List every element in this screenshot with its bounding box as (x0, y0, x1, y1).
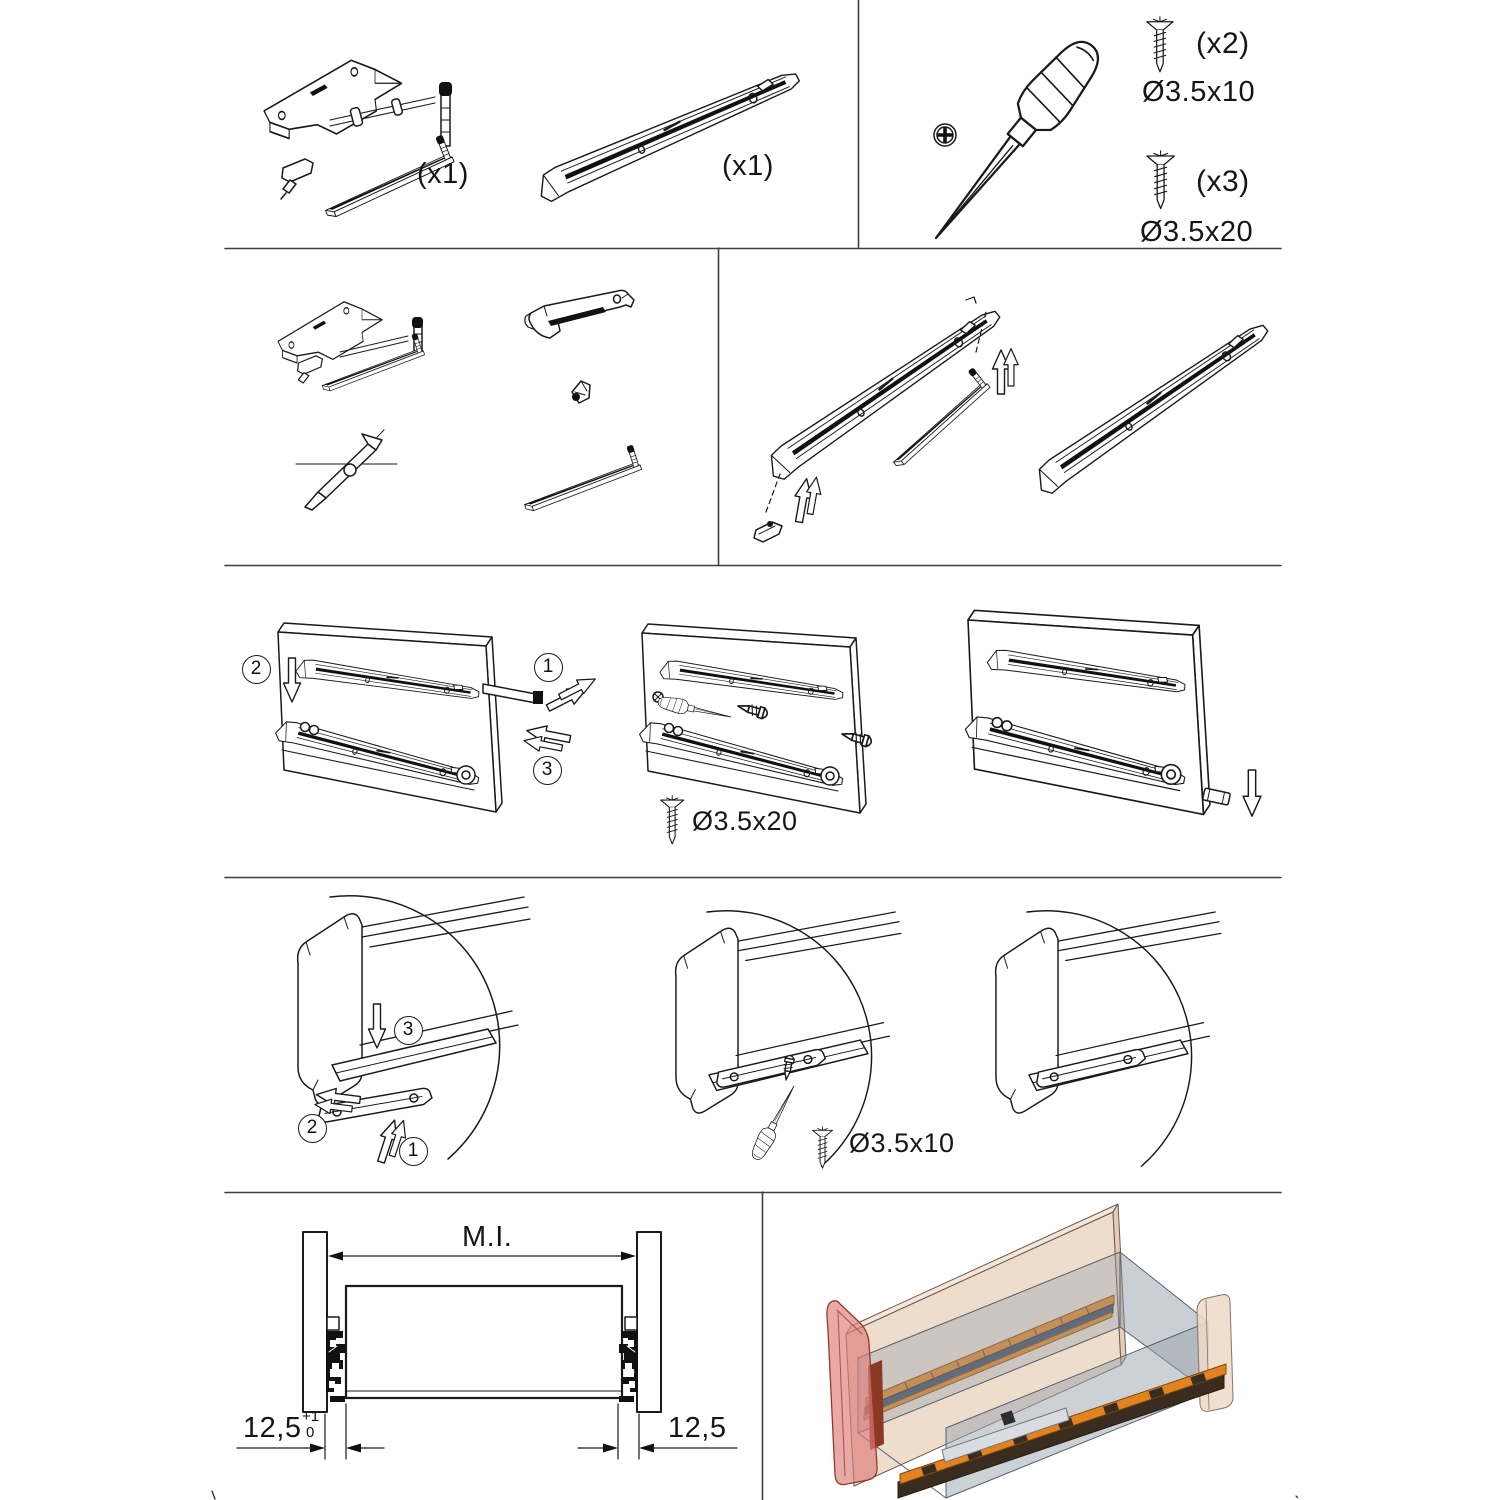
front-mount-panel-art (296, 894, 1222, 1169)
step-circle-lower: 2 (241, 654, 271, 684)
step-circle-slide: 3 (532, 755, 562, 785)
lower-slide-rail (897, 1363, 1227, 1499)
down-arrow (1242, 769, 1262, 817)
slide-cross-section (326, 1316, 345, 1402)
kit-qty-label-1: (x1) (417, 158, 469, 190)
inner-width-label: M.I. (462, 1221, 513, 1253)
screw-3.5x10-icon (1146, 16, 1174, 73)
small-clip (571, 380, 591, 404)
upper-slide-rail (863, 1294, 1115, 1421)
hardware-panel-art (915, 16, 1176, 255)
screw-size-icon (660, 795, 685, 845)
step-circle-insert: 1 (533, 652, 563, 682)
screw-size-icon (812, 1126, 833, 1169)
step-circle-press: 3 (393, 1015, 423, 1045)
t-knob (280, 158, 314, 200)
side-mount-screw-size-label: Ø3.5x20 (692, 806, 798, 836)
dimension-drawing (236, 1231, 738, 1460)
t-knob (297, 355, 324, 384)
screw2-size-label: Ø3.5x20 (1140, 216, 1254, 248)
slide-rail (530, 68, 809, 206)
screw2-qty-label: (x3) (1196, 165, 1250, 198)
left-tolerance-lower: 0 (306, 1424, 315, 1441)
left-tolerance-upper: +1 (302, 1408, 320, 1425)
drawer-render (826, 1203, 1234, 1499)
rail-assembly-panel-art (753, 296, 1282, 543)
side-mount-panel-art (274, 610, 1262, 845)
screw1-size-label: Ø3.5x10 (1142, 76, 1256, 108)
step-circle-hook: 1 (398, 1136, 428, 1166)
screw-3.5x20-icon (1146, 150, 1176, 210)
panel-dividers (224, 0, 1282, 1500)
left-offset-label: 12,5 (243, 1412, 302, 1444)
kit-panel-art (263, 59, 809, 220)
kit-qty-label-2: (x1) (722, 150, 774, 182)
press-arrow (367, 1003, 387, 1049)
adjuster-pin (439, 82, 452, 147)
front-mount-screw-size-label: Ø3.5x10 (849, 1128, 955, 1158)
step-circle-slide-front: 2 (297, 1113, 327, 1143)
screw1-qty-label: (x2) (1196, 27, 1250, 60)
phillips-head-icon (933, 123, 957, 147)
disassembly-panel-art (277, 289, 645, 514)
crop-marks (211, 1490, 1299, 1500)
pivot-rod-diagram (295, 429, 398, 511)
end-cap (1202, 787, 1231, 806)
end-cap (753, 521, 783, 543)
right-offset-label: 12,5 (668, 1412, 727, 1444)
front-bracket (524, 289, 635, 339)
pin-bar (516, 443, 645, 514)
